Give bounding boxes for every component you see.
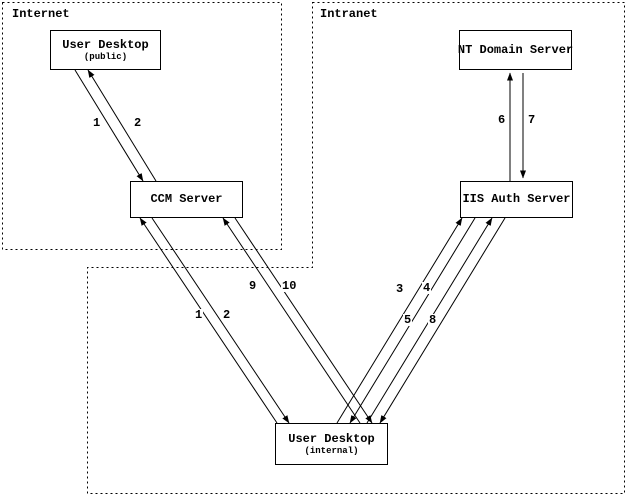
node-user-desktop-public: User Desktop (public)	[50, 30, 161, 70]
arrow-2-ccm-to-internal-desktop	[151, 217, 290, 424]
node-title: NT Domain Server	[457, 42, 574, 57]
node-nt-domain-server: NT Domain Server	[457, 30, 574, 70]
edge-label-7: 7	[527, 113, 537, 127]
edge-label-6: 6	[497, 113, 507, 127]
node-iis-auth-server: IIS Auth Server	[460, 181, 573, 218]
intranet-region-outline	[87, 2, 625, 494]
arrow-9-internal-desktop-to-ccm	[222, 217, 361, 424]
edge-label-1-public: 1	[92, 116, 102, 130]
node-subtitle: (internal)	[304, 445, 359, 456]
arrow-2-ccm-to-public-desktop	[87, 69, 157, 182]
arrow-10-ccm-to-internal-desktop	[234, 217, 373, 424]
node-ccm-server: CCM Server	[130, 181, 243, 218]
arrow-4-iis-to-internal-desktop	[349, 217, 476, 424]
arrow-8-iis-to-internal-desktop	[379, 217, 506, 424]
node-subtitle: (public)	[83, 51, 128, 62]
internet-region-label: Internet	[12, 7, 70, 21]
edge-label-2-public: 2	[133, 116, 143, 130]
intranet-region-label: Intranet	[320, 7, 378, 21]
edge-label-1-internal: 1	[194, 308, 204, 322]
node-title: User Desktop	[288, 431, 375, 446]
arrow-1-internal-desktop-to-ccm	[139, 217, 278, 424]
edge-label-2-internal: 2	[222, 308, 232, 322]
internet-region-outline	[2, 2, 282, 250]
arrow-3-internal-desktop-to-iis	[336, 217, 463, 424]
edge-label-3: 3	[395, 282, 405, 296]
edge-label-4: 4	[422, 281, 432, 295]
node-title: IIS Auth Server	[462, 192, 571, 206]
edge-label-10: 10	[281, 279, 298, 293]
node-title: User Desktop	[62, 37, 149, 52]
edge-label-8: 8	[428, 313, 438, 327]
node-title: CCM Server	[150, 192, 223, 206]
edge-label-5: 5	[403, 313, 413, 327]
edge-label-9: 9	[248, 279, 258, 293]
arrow-1-public-desktop-to-ccm	[74, 69, 144, 182]
node-user-desktop-internal: User Desktop (internal)	[275, 423, 388, 465]
